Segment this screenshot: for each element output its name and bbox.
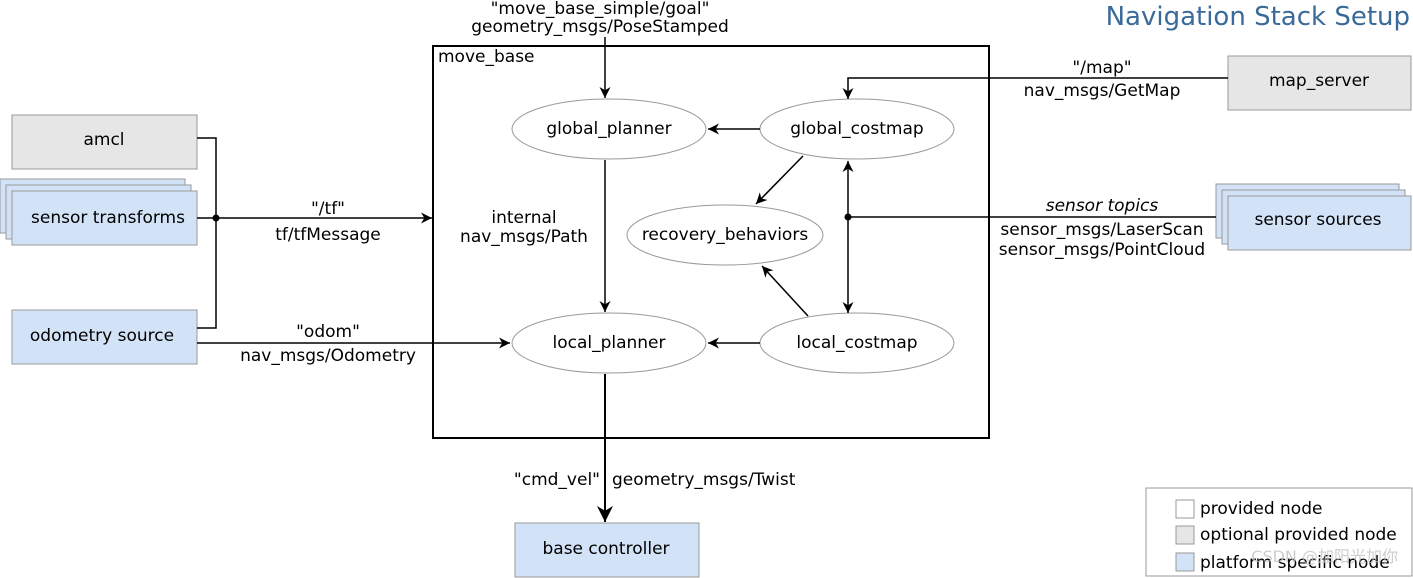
global-planner-node: global_planner (511, 98, 707, 160)
global-planner-label: global_planner (546, 119, 671, 139)
goal-topic-label: "move_base_simple/goal" (491, 0, 710, 19)
odom-type-label: nav_msgs/Odometry (240, 346, 416, 366)
sensor-transforms-label: sensor transforms (31, 208, 185, 228)
legend-swatch-provided (1175, 499, 1195, 519)
path-type-label: nav_msgs/Path (460, 227, 588, 247)
tf-topic-label: "/tf" (311, 199, 345, 219)
sensor-type1-label: sensor_msgs/LaserScan (1000, 220, 1203, 240)
legend-optional-label: optional provided node (1200, 525, 1397, 545)
global-costmap-to-recovery-arrow (755, 155, 804, 205)
legend-swatch-optional (1175, 525, 1195, 545)
move-base-container (432, 45, 990, 439)
local-planner-label: local_planner (552, 333, 665, 353)
cmd-topic-label: "cmd_vel" (514, 470, 600, 490)
local-costmap-to-recovery-arrow (761, 265, 809, 317)
sensor-sources-label: sensor sources (1254, 210, 1381, 230)
recovery-behaviors-node: recovery_behaviors (626, 204, 824, 266)
goal-type-label: geometry_msgs/PoseStamped (471, 17, 729, 37)
sensor-transforms-node: sensor transforms (0, 178, 198, 246)
local-costmap-node: local_costmap (759, 312, 955, 374)
sensor-type2-label: sensor_msgs/PointCloud (999, 240, 1205, 260)
legend-platform-label: platform specific node (1200, 553, 1390, 573)
diagram-title: Navigation Stack Setup (1106, 2, 1410, 32)
map-server-label: map_server (1269, 71, 1369, 91)
move-base-label: move_base (438, 47, 535, 67)
recovery-behaviors-label: recovery_behaviors (642, 225, 809, 245)
map-type-label: nav_msgs/GetMap (1024, 81, 1181, 101)
map-server-node: map_server (1227, 55, 1412, 111)
odometry-source-node: odometry source (11, 309, 198, 365)
sensor-sources-node: sensor sources (1215, 183, 1412, 251)
watermark: CSDN @加阳光加你 (1251, 547, 1398, 566)
legend: provided node optional provided node pla… (1145, 487, 1413, 577)
tf-type-label: tf/tfMessage (275, 225, 381, 245)
local-costmap-label: local_costmap (796, 333, 917, 353)
legend-swatch-platform (1175, 552, 1195, 572)
sensor-topic-label: sensor topics (1046, 196, 1159, 216)
tf-junction-dot (212, 214, 220, 222)
odometry-source-label: odometry source (30, 326, 174, 346)
amcl-label: amcl (83, 130, 124, 150)
global-costmap-node: global_costmap (759, 98, 955, 160)
base-controller-node: base controller (514, 522, 700, 578)
amcl-node: amcl (11, 114, 198, 170)
base-controller-label: base controller (542, 539, 669, 559)
odom-topic-label: "odom" (296, 322, 360, 342)
local-planner-node: local_planner (511, 312, 707, 374)
map-topic-label: "/map" (1072, 58, 1131, 78)
tf-connector (197, 137, 432, 329)
map-arrow (842, 77, 1228, 99)
cmd-type-label: geometry_msgs/Twist (612, 470, 796, 490)
legend-provided-label: provided node (1200, 499, 1322, 519)
path-internal-label: internal (491, 208, 556, 228)
global-costmap-label: global_costmap (790, 119, 923, 139)
